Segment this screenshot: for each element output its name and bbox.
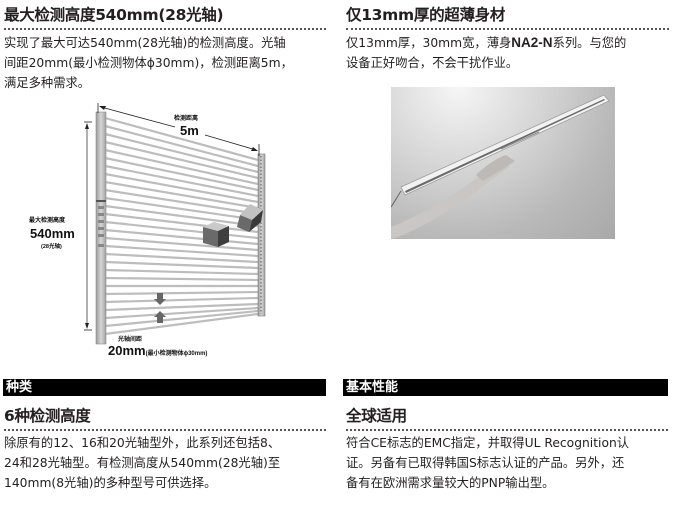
text-line: 140mm(8光轴)的多种型号可供选择。 — [4, 476, 217, 490]
title-global-use: 全球适用 — [346, 407, 407, 425]
test-object-cube-2 — [237, 204, 263, 232]
title-ultra-thin: 仅13mm厚的超薄身材 — [346, 6, 506, 24]
text-line: 间距20mm(最小检测物体ϕ30mm)，检测距离5m， — [4, 56, 293, 70]
title-divider — [346, 28, 669, 30]
description-ultra-thin: 仅13mm厚，30mm宽，薄身NA2-N系列。与您的 设备正好吻合，不会干扰作业… — [346, 33, 672, 73]
text-segment: 仅13mm厚，30mm宽，薄身 — [346, 36, 512, 50]
pitch-label: 光轴间距 — [118, 337, 143, 343]
text-line: 除原有的12、16和20光轴型外，此系列还包括8、 — [4, 436, 281, 450]
description-max-detection-height: 实现了最大可达540mm(28光轴)的检测高度。光轴 间距20mm(最小检测物体… — [4, 33, 329, 93]
distance-value: 5m — [180, 123, 199, 138]
height-label: 最大检测高度 — [29, 218, 66, 224]
model-name: NA2-N — [511, 35, 553, 50]
product-photo — [391, 87, 615, 239]
text-line: 满足多种需求。 — [4, 76, 91, 90]
title-max-detection-height: 最大检测高度540mm(28光轴) — [4, 6, 224, 24]
pitch-value: 20mm(最小检测物体ϕ30mm) — [108, 342, 207, 360]
title-six-heights: 6种检测高度 — [4, 407, 91, 425]
text-line: 证。另备有已取得韩国S标志认证的产品。另外，还 — [346, 456, 625, 470]
height-note: (28光轴) — [41, 244, 62, 250]
pitch-note: (最小检测物体ϕ30mm) — [145, 351, 208, 357]
text-line: 备有在欧洲需求量较大的PNP输出型。 — [346, 476, 555, 490]
description-global-use: 符合CE标志的EMC指定，并取得UL Recognition认 证。另备有已取得… — [346, 433, 674, 493]
light-curtain-illustration — [84, 103, 266, 345]
text-line: 仅13mm厚，30mm宽，薄身NA2-N系列。与您的 — [346, 33, 672, 53]
section-bar-basic-performance: 基本性能 — [343, 379, 668, 396]
section-bar-types: 种类 — [3, 379, 326, 396]
distance-label: 检测距离 — [174, 116, 199, 122]
pitch-value-number: 20mm — [108, 343, 146, 358]
light-curtain-diagram: 检测距离 5m 最大检测高度 540mm (28光轴) 光轴间距 20mm(最小… — [0, 95, 330, 375]
height-value: 540mm — [30, 226, 75, 241]
title-divider — [346, 429, 668, 431]
text-line: 实现了最大可达540mm(28光轴)的检测高度。光轴 — [4, 36, 286, 50]
description-six-heights: 除原有的12、16和20光轴型外，此系列还包括8、 24和28光轴型。有检测高度… — [4, 433, 334, 493]
hand-holding-sensor-image — [391, 94, 610, 239]
text-segment: 系列。与您的 — [552, 36, 627, 50]
text-line: 符合CE标志的EMC指定，并取得UL Recognition认 — [346, 436, 630, 450]
title-divider — [4, 429, 326, 431]
title-divider — [4, 28, 326, 30]
text-line: 24和28光轴型。有检测高度从540mm(28光轴)至 — [4, 456, 281, 470]
text-line: 设备正好吻合，不会干扰作业。 — [346, 56, 519, 70]
test-object-cube-1 — [203, 222, 229, 247]
